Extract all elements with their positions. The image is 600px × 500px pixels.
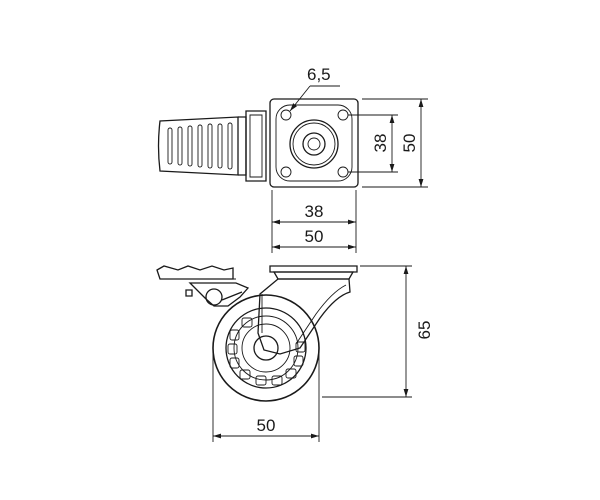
hole-diameter-dimension: 6,5 bbox=[289, 65, 340, 112]
plate-vertical-dimensions: 38 50 bbox=[348, 98, 428, 188]
hole-diameter-label: 6,5 bbox=[307, 65, 331, 84]
wheel-diameter-dimension: 50 bbox=[212, 352, 320, 442]
mounting-hole-tr bbox=[337, 109, 349, 121]
plate-size-horizontal-label: 50 bbox=[305, 227, 324, 246]
side-view: 65 50 bbox=[156, 265, 434, 442]
wheel-diameter-label: 50 bbox=[257, 416, 276, 435]
plate-horizontal-dimensions: 38 50 bbox=[271, 190, 357, 253]
plate-hole-spacing-vertical-label: 38 bbox=[371, 134, 390, 153]
total-height-label: 65 bbox=[415, 321, 434, 340]
brake-pedal-top bbox=[157, 110, 267, 182]
wheel-spoke-pattern bbox=[227, 317, 306, 386]
wheel bbox=[212, 294, 320, 402]
plate-hole-spacing-horizontal-label: 38 bbox=[305, 202, 324, 221]
plate-size-vertical-label: 50 bbox=[400, 134, 419, 153]
mounting-hole-br bbox=[337, 166, 349, 178]
mounting-plate-top bbox=[269, 98, 359, 188]
brake-pedal-side bbox=[156, 265, 250, 307]
mounting-plate-side bbox=[269, 265, 358, 280]
top-view: 6,5 38 50 38 50 bbox=[157, 65, 428, 253]
total-height-dimension: 65 bbox=[322, 265, 434, 398]
mounting-hole-tl bbox=[280, 109, 292, 121]
mounting-hole-bl bbox=[280, 166, 292, 178]
caster-fork bbox=[257, 278, 351, 355]
